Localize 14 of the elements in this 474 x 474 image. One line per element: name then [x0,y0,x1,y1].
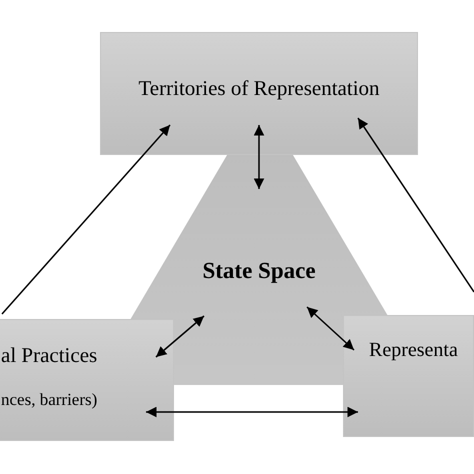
arrow [254,125,264,189]
arrow [357,118,474,292]
process-box [0,319,174,441]
arrow [1,124,171,314]
node-label: al Practices [1,343,98,367]
process-box [343,315,474,437]
arrow [306,306,354,351]
arrow [146,406,358,418]
process-box [100,32,418,155]
node-label: Territories of Representation [138,76,380,100]
arrow [156,315,204,358]
node-label: nces, barriers) [1,390,98,409]
node-title: State Space [202,258,316,283]
node-label: Representa [369,339,458,361]
